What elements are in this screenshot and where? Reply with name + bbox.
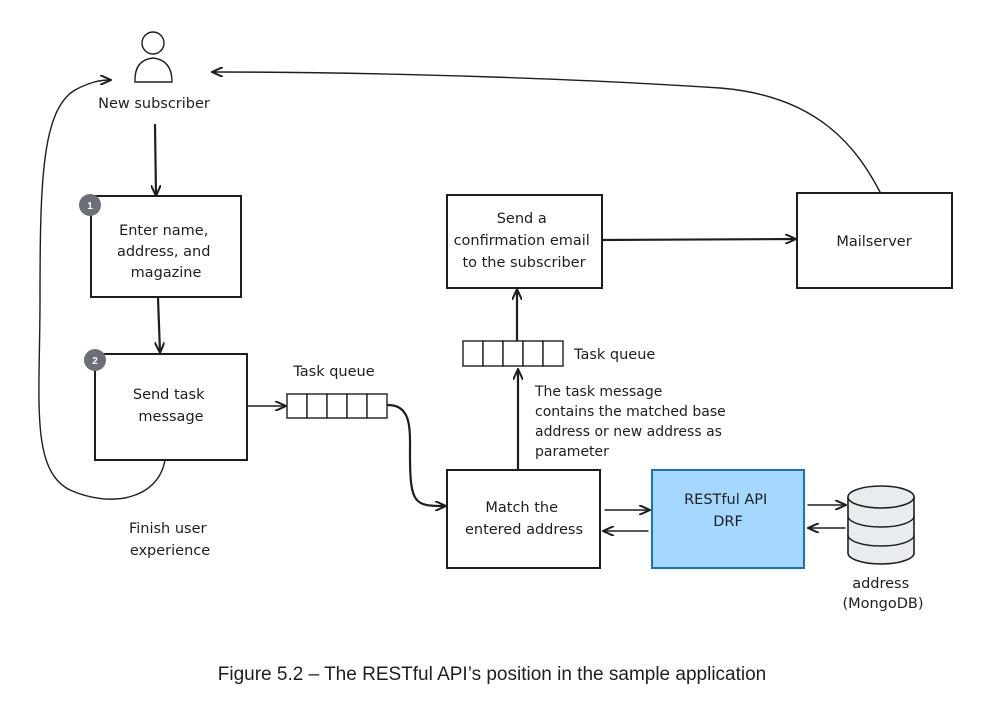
svg-text:Match the entered addres: Match the entered address	[465, 500, 583, 538]
mailserver-label: Mailserver	[836, 234, 911, 250]
task-message-note: The task message contains the matched ba…	[534, 384, 730, 460]
send-confirmation-email-box: Send a confirmation email to the subscri…	[446, 194, 603, 289]
new-subscriber-label: New subscriber	[98, 96, 210, 112]
task-queue-1: Task queue	[286, 364, 388, 419]
svg-text:2: 2	[92, 356, 98, 367]
task-queue-1-label: Task queue	[292, 364, 374, 380]
svg-text:Send a confirmation emai: Send a confirmation email to the subscri…	[454, 211, 595, 271]
step-2-box: Send task message 2	[84, 349, 248, 461]
api-line-1: RESTful API	[684, 492, 767, 508]
mailserver-box: Mailserver	[796, 192, 953, 289]
step-2-line-2: message	[138, 409, 203, 425]
email-line-2: confirmation email	[454, 233, 590, 249]
step-1-box: Enter name, address, and magazine 1	[79, 194, 242, 298]
match-line-2: entered address	[465, 522, 583, 538]
figure-caption: Figure 5.2 – The RESTful API’s position …	[218, 664, 767, 685]
database-icon	[847, 485, 915, 565]
step-1-line-1: Enter name,	[119, 223, 208, 239]
task-queue-2-label: Task queue	[573, 347, 655, 363]
finish-user-experience-note: Finish user experience	[129, 521, 211, 559]
task-queue-2: Task queue	[462, 340, 655, 367]
svg-text:RESTful API DRF: RESTful API DRF	[684, 492, 772, 530]
step-2-line-1: Send task	[133, 387, 205, 403]
arrow-email-to-mailserver	[600, 239, 795, 240]
restful-api-box: RESTful API DRF	[651, 469, 805, 569]
arrow-mailserver-to-subscriber	[213, 72, 881, 193]
database-label: address (MongoDB)	[842, 576, 923, 612]
email-line-3: to the subscriber	[462, 255, 585, 271]
match-line-1: Match the	[485, 500, 558, 516]
step-2-badge: 2	[84, 349, 106, 371]
user-icon	[134, 31, 173, 83]
email-line-1: Send a	[497, 211, 547, 227]
new-subscriber-actor: New subscriber	[98, 31, 210, 112]
arrow-loop-back-to-subscriber	[38, 80, 166, 500]
step-1-badge: 1	[79, 194, 101, 216]
step-1-line-3: magazine	[131, 265, 202, 281]
step-1-line-2: address, and	[117, 244, 210, 260]
api-line-2: DRF	[713, 514, 743, 530]
arrow-subscriber-to-step-1	[155, 123, 156, 195]
match-address-box: Match the entered address	[446, 469, 601, 569]
arrow-step-1-to-step-2	[158, 296, 160, 352]
svg-text:Send task message: Send task message	[133, 387, 209, 425]
svg-text:1: 1	[87, 201, 93, 212]
svg-text:Enter name, address, and: Enter name, address, and magazine	[117, 223, 215, 281]
arrow-queue-1-to-match	[386, 403, 445, 506]
database-cylinder: address (MongoDB)	[842, 485, 924, 612]
